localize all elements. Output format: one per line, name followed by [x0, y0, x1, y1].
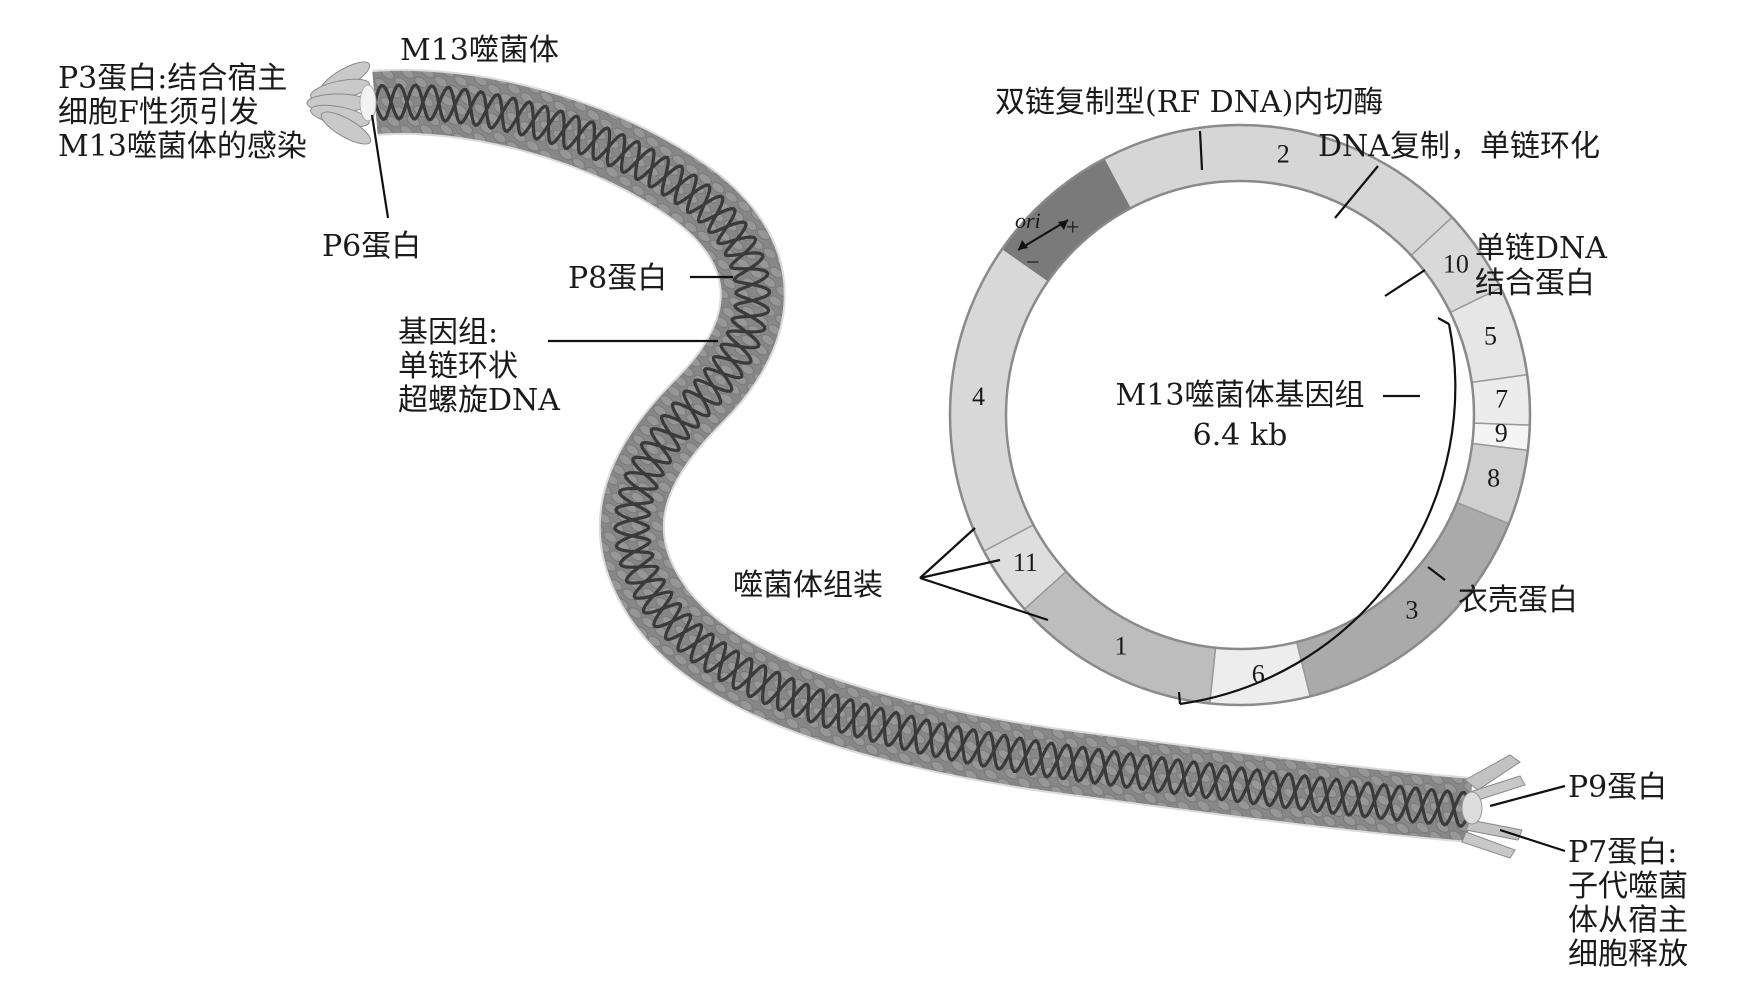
label-p7-line4: 细胞释放	[1568, 937, 1688, 972]
gene-number-8: 8	[1487, 464, 1500, 493]
label-ssb-line2: 结合蛋白	[1475, 266, 1595, 301]
label-p8: P8蛋白	[568, 261, 667, 296]
annotation-labels: M13噬菌体 P3蛋白:结合宿主 细胞F性须引发 M13噬菌体的感染 P6蛋白 …	[58, 33, 1688, 972]
label-coat-protein: 衣壳蛋白	[1458, 583, 1578, 618]
label-rf-endonuclease: 双链复制型(RF DNA)内切酶	[995, 85, 1383, 120]
label-p7-line2: 子代噬菌	[1568, 869, 1688, 904]
label-m13-phage: M13噬菌体	[400, 33, 559, 68]
p9-p7-protein-tip	[1461, 754, 1526, 859]
label-p7-line1: P7蛋白:	[1568, 835, 1677, 870]
leader-lines	[370, 114, 1566, 853]
label-p6: P6蛋白	[322, 229, 421, 264]
ori-marker: ori + −	[1015, 208, 1080, 276]
gene-number-2: 2	[1277, 140, 1290, 169]
p3-protein-tip	[306, 61, 377, 145]
phage-coat-edge	[372, 68, 1473, 843]
label-p3-line3: M13噬菌体的感染	[58, 129, 307, 164]
label-phage-assembly: 噬菌体组装	[733, 568, 883, 603]
coat-protein-bracket	[1179, 323, 1457, 706]
phage-coat	[372, 70, 1473, 841]
gene-number-4: 4	[972, 382, 985, 411]
label-p3-line1: P3蛋白:结合宿主	[58, 61, 287, 96]
gene-number-10: 10	[1443, 250, 1469, 279]
label-ssb-line1: 单链DNA	[1475, 231, 1607, 266]
label-genome-line2: 单链环状	[398, 349, 518, 384]
gene-number-1: 1	[1115, 631, 1128, 660]
gene-number-9: 9	[1495, 419, 1508, 448]
ori-minus: −	[1026, 250, 1040, 276]
label-dna-replication: DNA复制，单链环化	[1318, 129, 1600, 164]
ring-outer-outline	[948, 123, 1532, 707]
phage-filament	[372, 68, 1473, 843]
ring-inner-outline	[1004, 179, 1476, 651]
genome-size: 6.4 kb	[1193, 418, 1288, 453]
label-genome-line3: 超螺旋DNA	[398, 383, 560, 418]
ori-plus: +	[1066, 215, 1080, 241]
label-p7-line3: 体从宿主	[1568, 903, 1688, 938]
genome-title: M13噬菌体基因组	[1116, 378, 1365, 413]
gene-number-7: 7	[1495, 384, 1508, 413]
gene-number-5: 5	[1484, 321, 1497, 350]
dna-strand-b	[373, 83, 1472, 828]
label-genome-line1: 基因组:	[398, 315, 498, 350]
label-p9: P9蛋白	[1568, 770, 1667, 805]
gene-number-11: 11	[1013, 548, 1038, 577]
label-p3-line2: 细胞F性须引发	[58, 95, 259, 130]
ori-label: ori	[1015, 208, 1041, 233]
gene-number-3: 3	[1405, 596, 1418, 625]
